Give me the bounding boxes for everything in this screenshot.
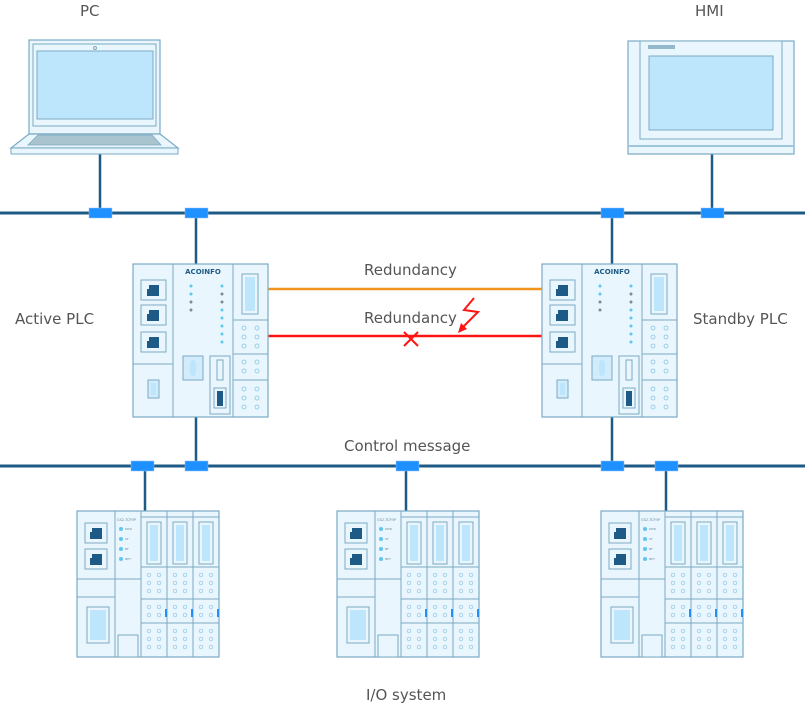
standby-plc-device[interactable] — [541, 263, 678, 418]
hmi-label: HMI — [695, 2, 724, 20]
io-module-center[interactable] — [336, 510, 480, 658]
active-plc-device[interactable] — [132, 263, 269, 418]
connector — [395, 460, 420, 472]
control-message-label: Control message — [344, 437, 471, 455]
hmi-panel-icon — [627, 40, 795, 155]
connector — [88, 207, 113, 219]
io-module-right[interactable] — [600, 510, 744, 658]
connector — [654, 460, 679, 472]
io-system-label: I/O system — [366, 686, 447, 704]
pc-laptop-icon — [9, 39, 180, 155]
connector — [600, 207, 625, 219]
connector — [184, 460, 209, 472]
pc-label: PC — [80, 2, 100, 20]
standby-plc-label: Standby PLC — [693, 310, 788, 328]
connector — [184, 207, 209, 219]
connector — [130, 460, 155, 472]
redundancy-label-bottom: Redundancy — [364, 309, 457, 327]
bus-connectors — [88, 207, 725, 472]
io-module-left[interactable] — [76, 510, 220, 658]
lightning-fault-icon — [458, 297, 481, 333]
connector — [600, 460, 625, 472]
broken-link-x-icon — [403, 331, 419, 347]
connector — [700, 207, 725, 219]
active-plc-label: Active PLC — [15, 310, 95, 328]
redundancy-label-top: Redundancy — [364, 261, 457, 279]
